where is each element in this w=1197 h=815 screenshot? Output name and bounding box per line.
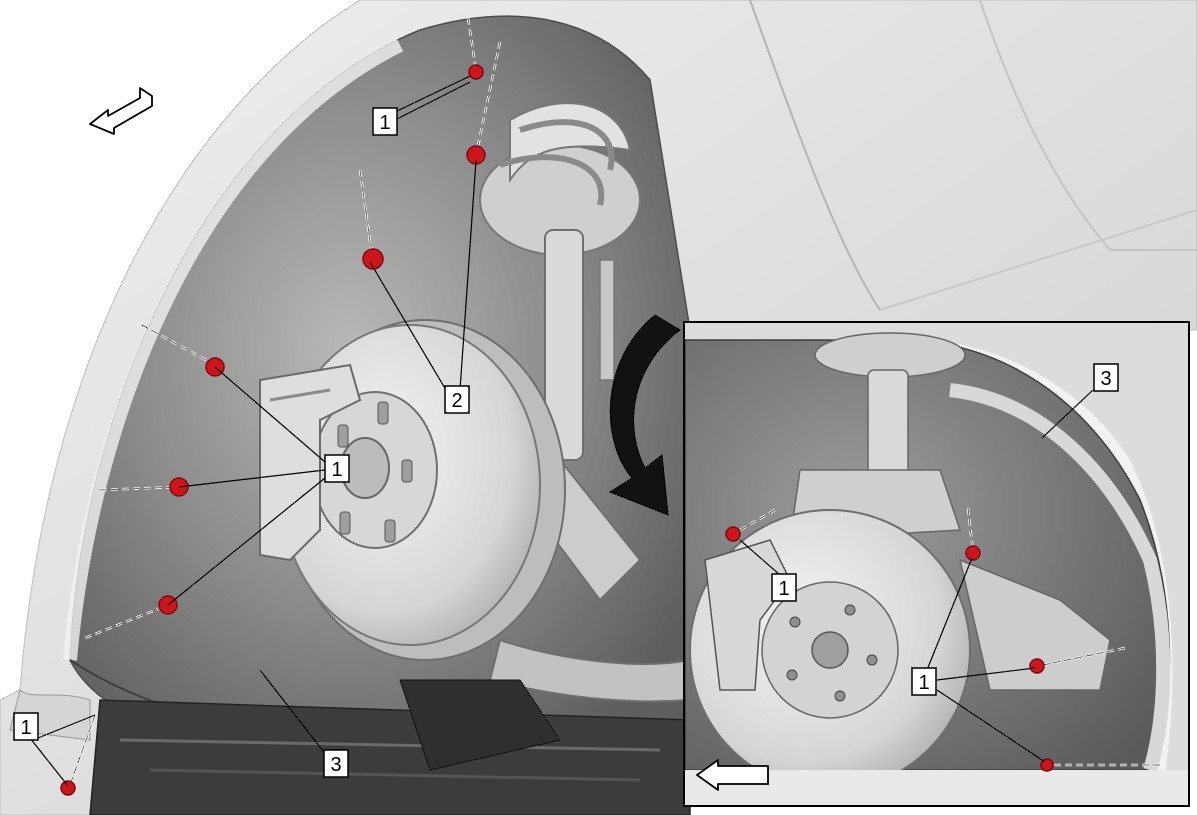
clip-fastener bbox=[725, 526, 741, 542]
brake-caliper bbox=[259, 363, 362, 562]
svg-text:1: 1 bbox=[331, 459, 342, 481]
svg-text:3: 3 bbox=[1100, 368, 1111, 390]
svg-text:1: 1 bbox=[20, 717, 31, 739]
fastener-guides-outline bbox=[69, 17, 501, 786]
svg-text:1: 1 bbox=[778, 578, 789, 600]
clip-fastener bbox=[1029, 658, 1045, 674]
callout-clip-top: 1 bbox=[372, 107, 398, 136]
callout-liner-inset: 3 bbox=[1093, 363, 1119, 392]
svg-text:1: 1 bbox=[379, 112, 390, 134]
inset-detail-view: 3 1 1 bbox=[683, 321, 1190, 807]
svg-text:3: 3 bbox=[330, 754, 341, 776]
clip-fastener bbox=[965, 545, 981, 561]
callout-bolt: 2 bbox=[444, 385, 470, 414]
curved-arrow-icon bbox=[608, 314, 681, 516]
callout-clip-inset-left: 1 bbox=[771, 573, 797, 602]
svg-text:2: 2 bbox=[451, 390, 462, 412]
front-direction-arrow-icon bbox=[696, 759, 769, 791]
bolt-fastener bbox=[362, 248, 384, 270]
clip-fastener bbox=[468, 64, 484, 80]
callout-clip-left: 1 bbox=[324, 454, 350, 483]
svg-text:1: 1 bbox=[918, 672, 929, 694]
callout-clip-inset-right: 1 bbox=[911, 667, 937, 696]
clip-fastener bbox=[60, 780, 76, 796]
front-direction-arrow-icon bbox=[89, 87, 153, 135]
callout-clip-bottom: 1 bbox=[13, 712, 39, 741]
leader-lines bbox=[29, 75, 477, 787]
callout-liner-main: 3 bbox=[323, 749, 349, 778]
